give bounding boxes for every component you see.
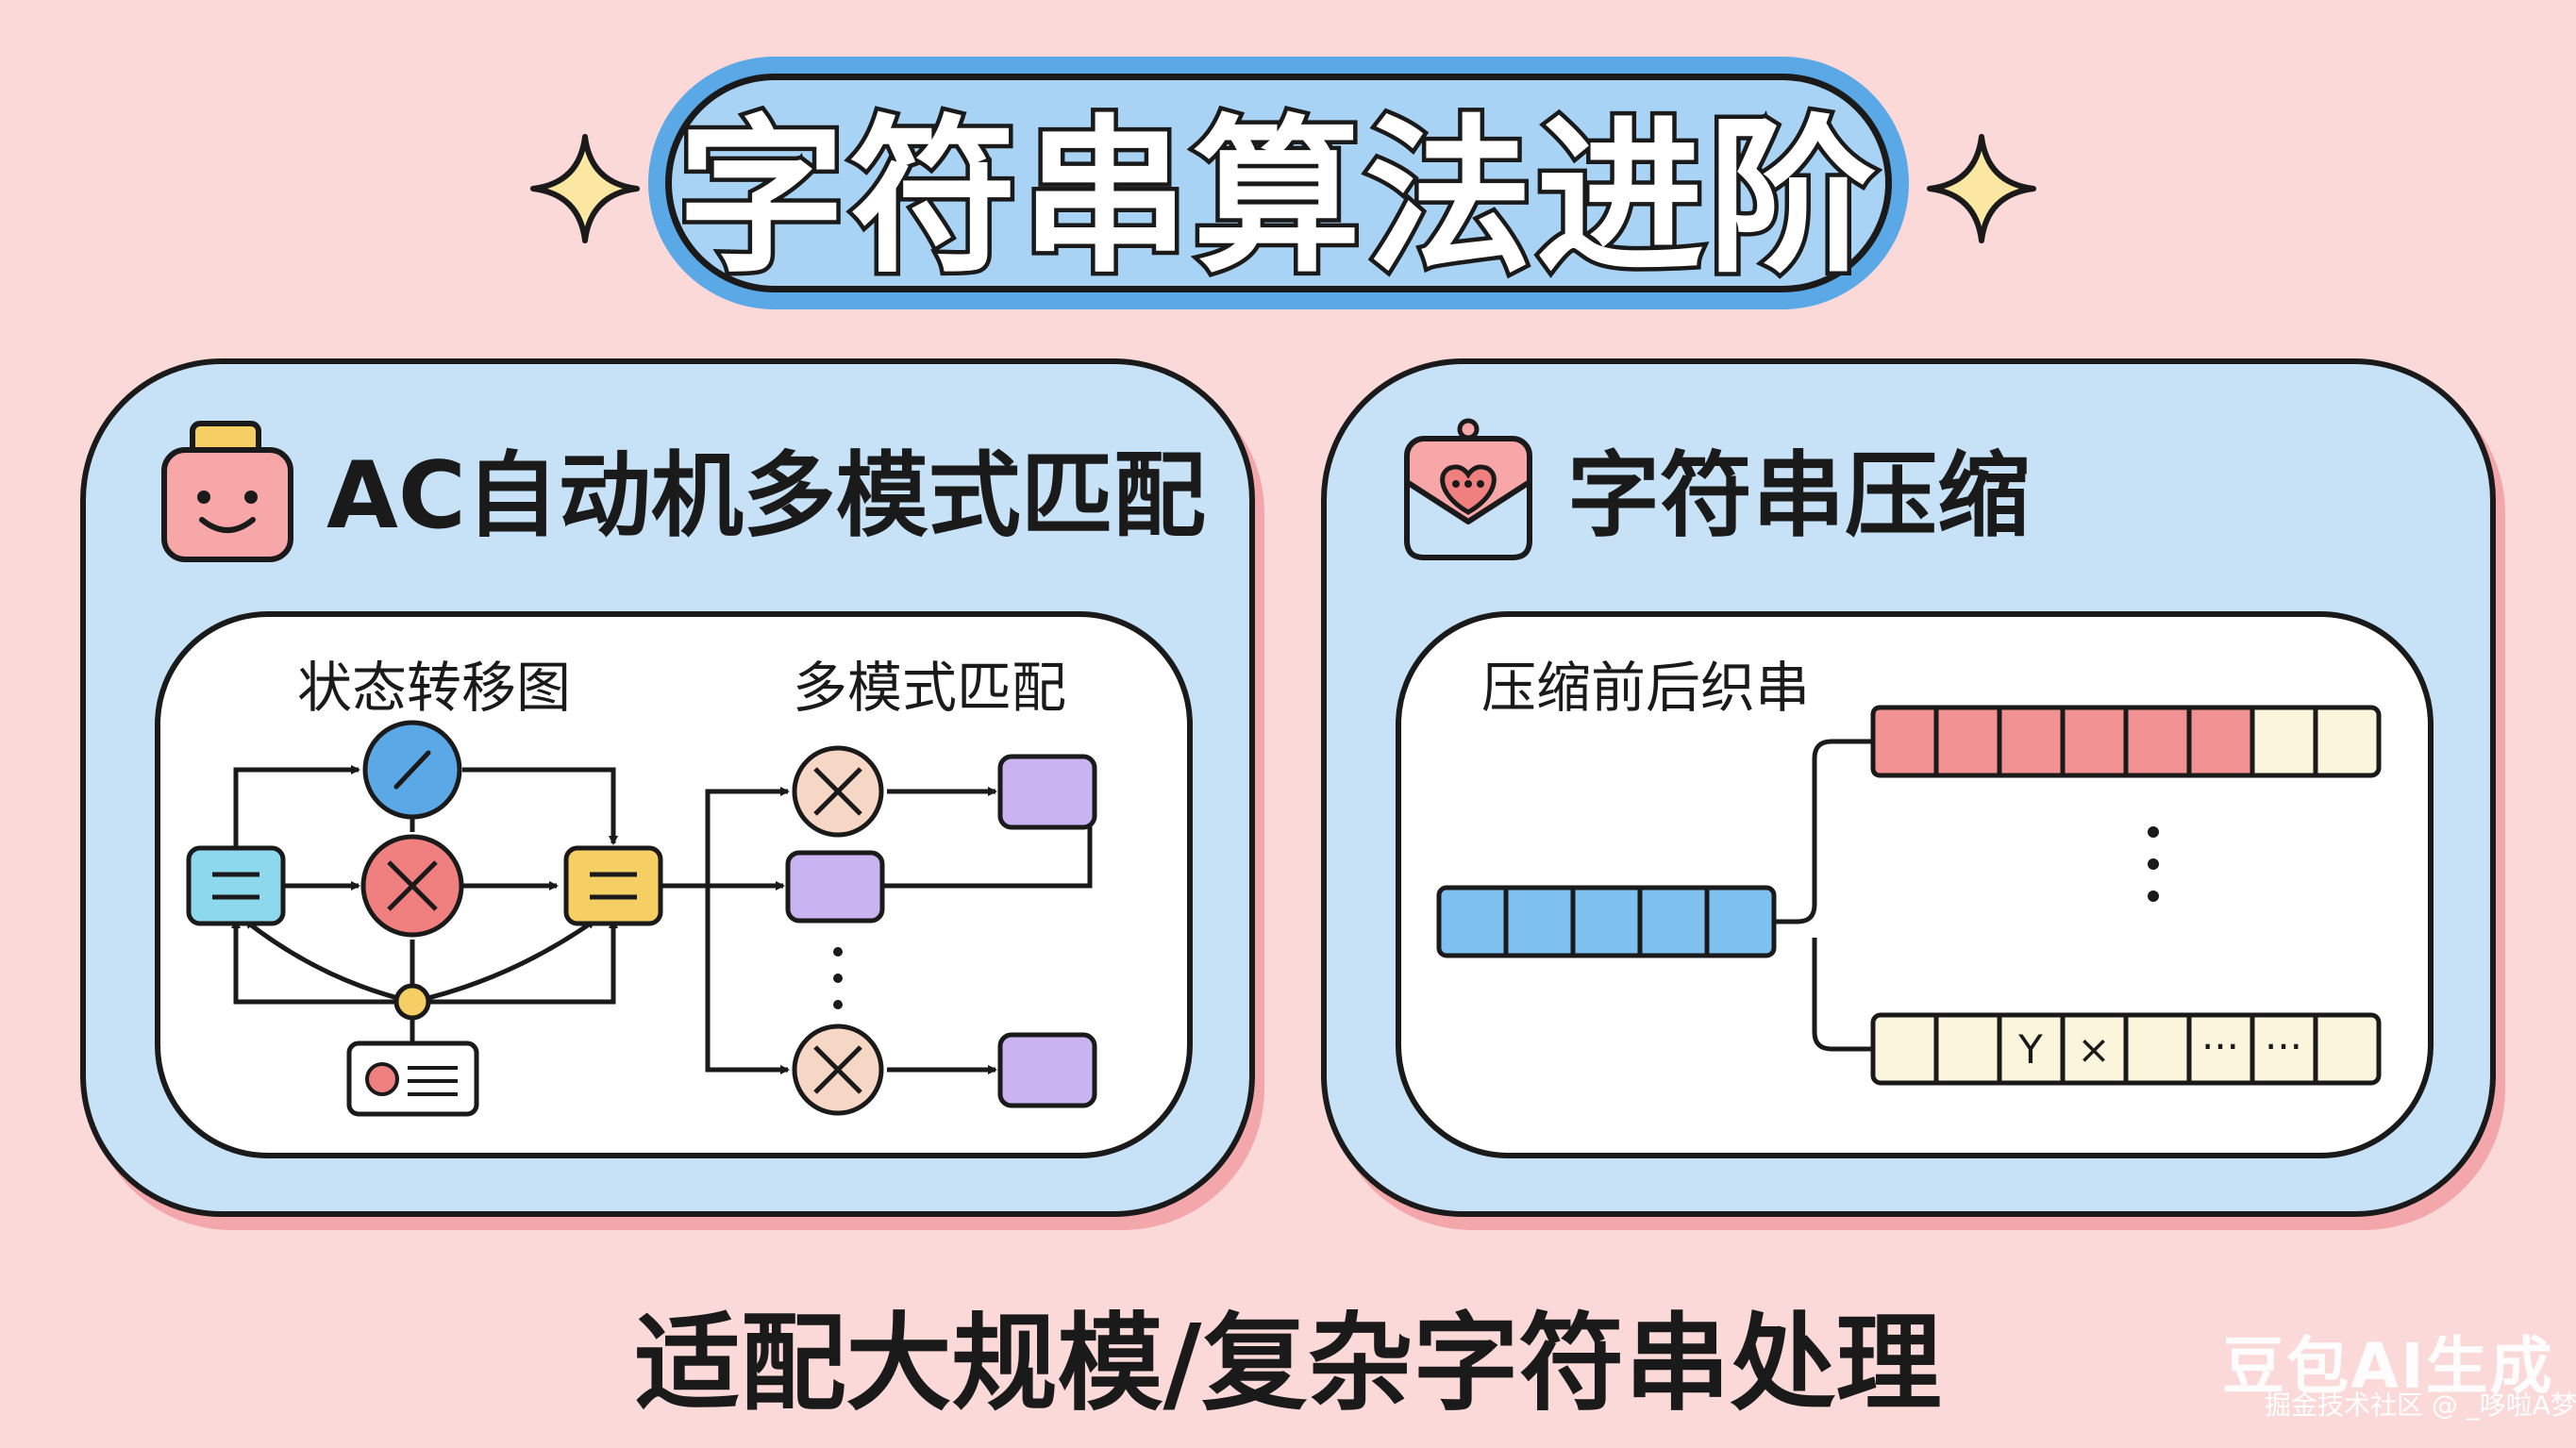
state-diagram-label: 状态转移图 — [297, 656, 572, 720]
compression-diagram: Y × ··· ··· — [1436, 705, 2382, 1086]
compression-label: 压缩前后织串 — [1481, 656, 1811, 720]
compressed-string-top — [1870, 705, 2382, 778]
ac-automaton-heading: AC自动机多模式匹配 — [326, 442, 1206, 550]
output-node-bottom — [997, 1032, 1097, 1108]
multi-match-label: 多模式匹配 — [793, 656, 1067, 720]
title-badge — [665, 74, 1892, 292]
ac-diagram-card: 状态转移图 多模式匹配 — [155, 611, 1193, 1158]
original-string — [1436, 885, 1777, 958]
compressed-string-bottom — [1870, 1012, 2382, 1086]
bottom-cell-6: ··· — [2201, 1024, 2239, 1070]
junction-dot — [393, 983, 431, 1021]
page-title: 字符串算法进阶 — [674, 95, 1881, 299]
sparkle-left-icon — [530, 134, 640, 243]
heart-envelope-icon — [1404, 418, 1532, 560]
id-card-node — [346, 1040, 479, 1117]
bottom-cell-4: × — [2077, 1026, 2110, 1073]
ac-automaton-panel: AC自动机多模式匹配 状态转移图 多模式匹配 — [80, 358, 1255, 1217]
output-node-top — [997, 754, 1097, 830]
compression-heading: 字符串压缩 — [1567, 442, 2031, 550]
match-node-mid — [785, 850, 885, 924]
state-node-cyan — [186, 845, 286, 926]
state-node-yellow — [563, 845, 663, 926]
compression-diagram-card: 压缩前后织串 — [1396, 611, 2434, 1158]
watermark-logo: 豆包AI生成 — [2222, 1330, 2554, 1403]
bottom-cell-3: Y — [2017, 1026, 2043, 1073]
sparkle-right-icon — [1927, 134, 2036, 243]
string-compression-panel: 字符串压缩 压缩前后织串 — [1321, 358, 2496, 1217]
smiley-robot-icon — [161, 421, 293, 562]
watermark-credit: 掘金技术社区 @ _哆啦A梦 — [2265, 1390, 2576, 1421]
state-transition-diagram — [186, 720, 1097, 1117]
footer-caption: 适配大规模/复杂字符串处理 — [634, 1303, 1942, 1425]
bottom-cell-7: ··· — [2265, 1024, 2302, 1070]
